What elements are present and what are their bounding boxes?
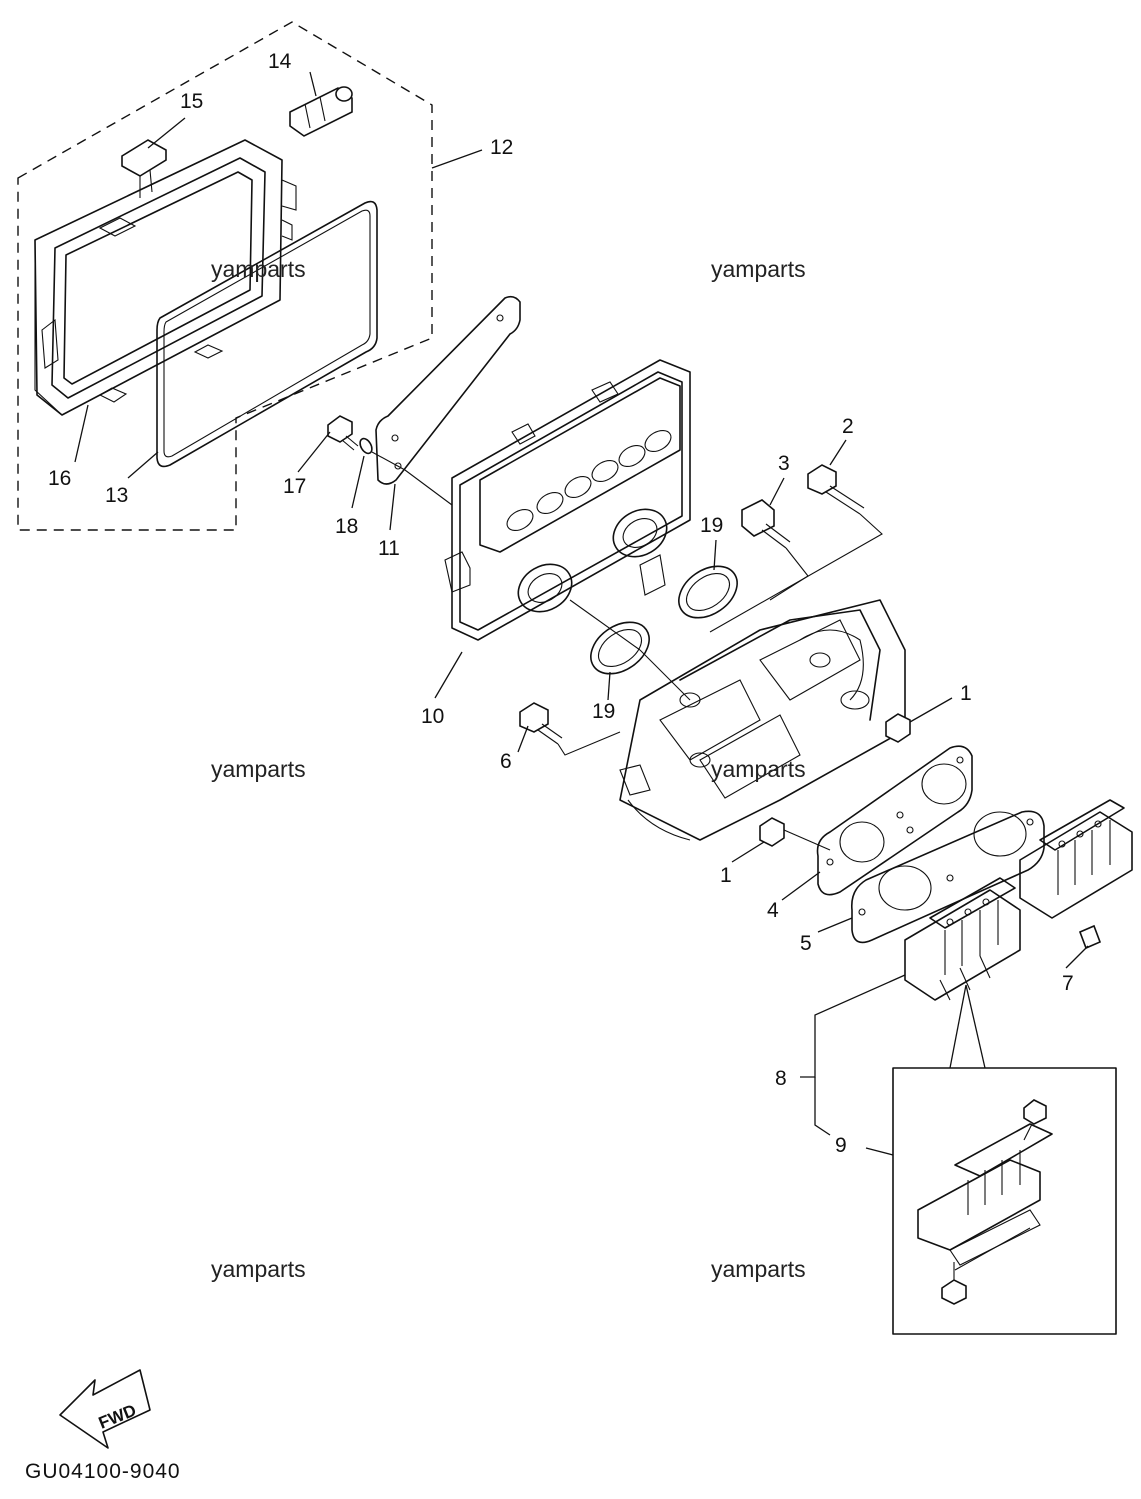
forward-label: FWD <box>96 1401 139 1433</box>
callout-16: 16 <box>48 467 71 490</box>
callout-7: 7 <box>1062 972 1074 995</box>
callout-19-upper: 19 <box>700 514 723 537</box>
part-code: GU04100-9040 <box>25 1460 181 1483</box>
callout-3: 3 <box>778 452 790 475</box>
part-5-gasket[interactable] <box>850 810 1045 944</box>
part-1-nut-upper[interactable] <box>885 713 911 743</box>
callout-19-lower: 19 <box>592 700 615 723</box>
part-2-bolt[interactable] <box>807 464 865 515</box>
callout-4: 4 <box>767 899 779 922</box>
callout-11: 11 <box>378 537 400 560</box>
part-19-o-ring-upper[interactable] <box>669 556 747 629</box>
watermark-text: yamparts <box>711 1256 806 1282</box>
part-11-plate[interactable] <box>375 295 521 485</box>
callout-8: 8 <box>775 1067 787 1090</box>
part-6-bolt[interactable] <box>519 702 563 745</box>
part-8-reed-valve-rear[interactable] <box>1019 799 1133 919</box>
kit-group-outline <box>17 21 433 531</box>
part-18-washer[interactable] <box>358 437 375 456</box>
callout-18: 18 <box>335 515 358 538</box>
part-16-cover-frame[interactable] <box>34 139 297 416</box>
part-14-fitting[interactable] <box>289 86 353 137</box>
part-10-housing[interactable] <box>444 359 691 641</box>
callout-14: 14 <box>268 50 292 73</box>
leader-lines <box>74 71 1089 1156</box>
callout-2: 2 <box>842 415 854 438</box>
part-1-nut-lower[interactable] <box>759 817 785 847</box>
callout-13: 13 <box>105 484 128 507</box>
part-4-gasket[interactable] <box>816 745 973 896</box>
part-17-bolt[interactable] <box>327 415 359 451</box>
callout-1-upper: 1 <box>960 682 972 705</box>
part-13-gasket[interactable] <box>156 200 378 468</box>
part-3-stud[interactable] <box>741 499 791 549</box>
part-7-pin[interactable] <box>1078 924 1102 950</box>
callout-9: 9 <box>835 1134 847 1157</box>
callout-5: 5 <box>800 932 812 955</box>
callout-6: 6 <box>500 750 512 773</box>
callout-labels: 14 15 12 16 13 17 18 11 10 2 3 19 19 1 1… <box>48 50 1074 1157</box>
callout-10: 10 <box>421 705 444 728</box>
callout-1-lower: 1 <box>720 864 732 887</box>
watermark-text: yamparts <box>711 756 806 782</box>
watermark-text: yamparts <box>211 756 306 782</box>
callout-12: 12 <box>490 136 513 159</box>
part-19-o-ring-lower[interactable] <box>581 612 659 685</box>
manifold-assembly <box>619 599 906 841</box>
forward-direction-arrow-icon: FWD <box>59 1369 151 1449</box>
callout-17: 17 <box>283 475 306 498</box>
part-9-detail-inset[interactable] <box>892 1067 1117 1335</box>
part-15-clip[interactable] <box>121 139 167 198</box>
watermark-text: yamparts <box>711 256 806 282</box>
watermarks: yamparts yamparts yamparts yamparts yamp… <box>211 256 806 1282</box>
part-8-reed-valve-front[interactable] <box>904 877 1021 1001</box>
watermark-text: yamparts <box>211 256 306 282</box>
watermark-text: yamparts <box>211 1256 306 1282</box>
callout-15: 15 <box>180 90 203 113</box>
